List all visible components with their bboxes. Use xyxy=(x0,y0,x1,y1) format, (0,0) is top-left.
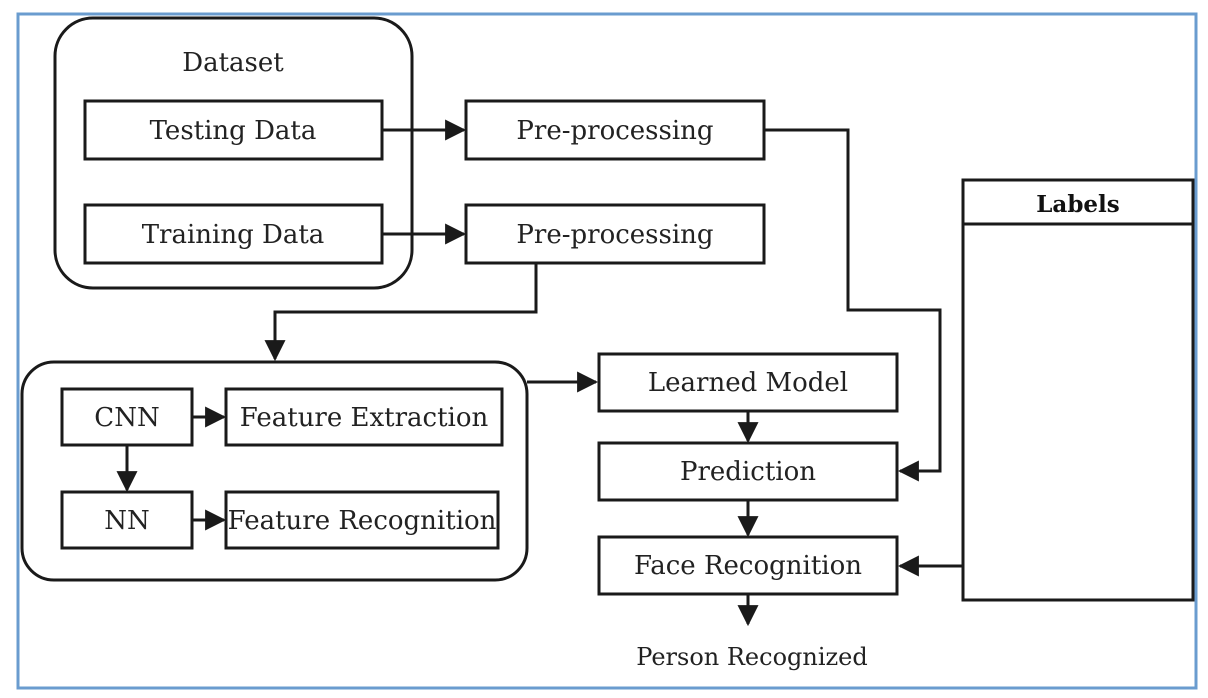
feature-recognition-box xyxy=(224,490,500,550)
prediction-label: Prediction xyxy=(680,457,816,487)
preprocessing-bottom-box xyxy=(464,203,766,265)
nn-box xyxy=(60,490,194,550)
arrow-preprocessing-to-prediction xyxy=(764,128,942,482)
training-data-label: Training Data xyxy=(142,220,325,250)
labels-panel xyxy=(961,178,1195,602)
cnn-label: CNN xyxy=(94,403,159,433)
person-recognized-output: Person Recognized xyxy=(636,643,867,671)
arrow-preprocessing-to-network xyxy=(264,263,538,362)
preprocessing-top-box xyxy=(464,99,766,161)
testing-data-label: Testing Data xyxy=(150,116,317,146)
learned-model-label: Learned Model xyxy=(648,368,848,398)
nn-label: NN xyxy=(104,506,150,536)
dataset-title: Dataset xyxy=(182,48,284,78)
face-recognition-label: Face Recognition xyxy=(634,551,862,581)
feature-recognition-label: Feature Recognition xyxy=(228,506,497,536)
feature-extraction-box xyxy=(224,387,504,447)
preprocessing-bottom-label: Pre-processing xyxy=(516,220,713,250)
labels-header: Labels xyxy=(1036,191,1119,218)
testing-data-box xyxy=(83,99,384,161)
feature-extraction-label: Feature Extraction xyxy=(240,403,489,433)
network-group: CNN Feature Extraction NN Feature Recogn… xyxy=(20,360,529,582)
learned-model-box xyxy=(597,352,899,413)
training-data-box xyxy=(83,203,384,265)
cnn-box xyxy=(60,387,194,447)
dataset-group: Dataset Testing Data Training Data xyxy=(53,16,414,290)
preprocessing-top-label: Pre-processing xyxy=(516,116,713,146)
